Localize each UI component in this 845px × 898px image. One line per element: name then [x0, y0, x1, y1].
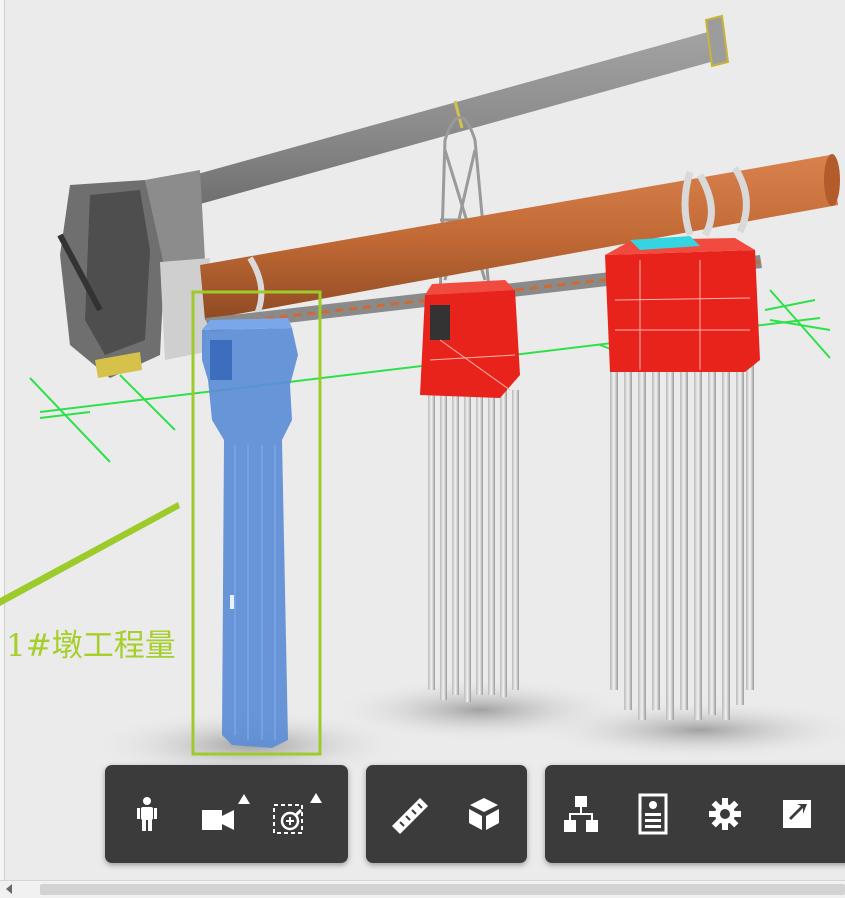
- model-tree-button[interactable]: [551, 784, 611, 844]
- properties-button[interactable]: [623, 784, 683, 844]
- scroll-thumb[interactable]: [40, 884, 845, 895]
- pier-annotation-label: 1#墩工程量: [6, 628, 176, 664]
- section-box-button[interactable]: [454, 784, 514, 844]
- measure-button[interactable]: [380, 784, 440, 844]
- toolbar-navigation-group: [105, 765, 348, 863]
- properties-icon: [638, 793, 668, 835]
- pier3-cap[interactable]: [605, 236, 760, 372]
- gear-icon: [709, 798, 741, 830]
- viewport-left-edge: [0, 0, 5, 880]
- expand-icon: [783, 800, 811, 828]
- grey-pipe[interactable]: [140, 14, 730, 218]
- fullscreen-button[interactable]: [767, 784, 827, 844]
- person-walk-button[interactable]: [117, 784, 177, 844]
- launch-machine[interactable]: [57, 170, 210, 378]
- pier2-cap[interactable]: [420, 280, 520, 398]
- settings-button[interactable]: [695, 784, 755, 844]
- person-icon: [137, 797, 157, 831]
- camera-button[interactable]: [195, 784, 255, 844]
- scroll-left-arrow-icon[interactable]: [6, 884, 12, 894]
- toolbar-model-group: [545, 765, 845, 863]
- annotation-leader-line: [0, 502, 180, 606]
- pier2-piles[interactable]: [428, 385, 519, 702]
- toolbar-tools-group: [366, 765, 527, 863]
- video-camera-icon: [202, 794, 250, 830]
- zoom-box-icon: [273, 793, 322, 834]
- pier1-selected-column[interactable]: [202, 318, 298, 748]
- selection-box: [191, 290, 322, 756]
- horizontal-scrollbar[interactable]: [0, 880, 845, 898]
- zoom-region-button[interactable]: [267, 784, 327, 844]
- pier3-piles[interactable]: [610, 360, 754, 720]
- hierarchy-icon: [564, 796, 598, 832]
- bridge-model-scene[interactable]: [0, 0, 845, 880]
- cube-icon: [469, 798, 499, 830]
- ruler-icon: [392, 798, 428, 834]
- pier3-shadow: [530, 700, 845, 760]
